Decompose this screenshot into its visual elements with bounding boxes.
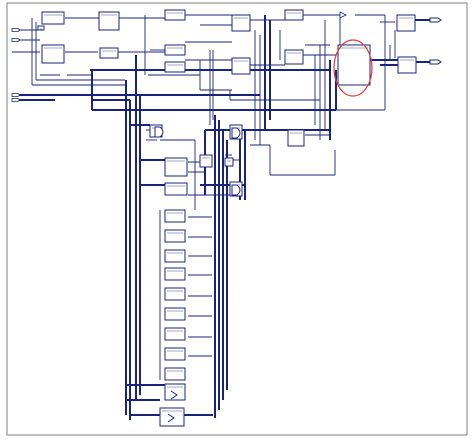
circuit-block bbox=[164, 229, 186, 243]
circuit-block bbox=[231, 14, 251, 32]
circuit-block bbox=[41, 44, 65, 64]
circuit-block-body bbox=[41, 44, 65, 64]
diagram-border bbox=[6, 2, 468, 436]
circuit-block-body bbox=[164, 229, 186, 243]
circuit-block bbox=[164, 267, 186, 281]
circuit-block bbox=[224, 157, 234, 167]
circuit-block bbox=[164, 383, 186, 401]
circuit-block-body bbox=[98, 11, 120, 31]
circuit-block-body bbox=[164, 327, 186, 341]
output-port bbox=[429, 59, 442, 65]
circuit-block-body bbox=[99, 47, 119, 59]
circuit-block bbox=[164, 61, 186, 73]
circuit-block-body bbox=[164, 267, 186, 281]
circuit-block-body bbox=[284, 9, 304, 21]
circuit-block bbox=[99, 47, 119, 59]
circuit-block-body bbox=[164, 157, 188, 177]
circuit-block-body bbox=[164, 287, 186, 301]
circuit-block bbox=[164, 367, 186, 381]
circuit-block bbox=[164, 287, 186, 301]
circuit-block-body bbox=[164, 383, 186, 401]
circuit-block-body bbox=[164, 367, 186, 381]
circuit-block bbox=[37, 25, 45, 31]
circuit-block bbox=[164, 9, 186, 21]
circuit-block-body bbox=[37, 25, 45, 31]
circuit-block-body bbox=[337, 44, 371, 86]
buffer-glyph bbox=[339, 11, 347, 19]
input-port bbox=[11, 93, 21, 97]
circuit-block bbox=[164, 307, 186, 321]
circuit-block-body bbox=[164, 249, 186, 263]
logic-gate bbox=[231, 184, 241, 196]
circuit-block-body bbox=[164, 61, 186, 73]
circuit-block-body bbox=[41, 11, 65, 25]
circuit-block bbox=[164, 44, 186, 56]
circuit-block bbox=[287, 129, 305, 147]
circuit-block-body bbox=[199, 154, 213, 168]
circuit-block bbox=[164, 157, 188, 177]
comparator-glyph bbox=[167, 413, 175, 423]
circuit-block bbox=[337, 44, 371, 86]
circuit-block bbox=[98, 11, 120, 31]
circuit-block-body bbox=[164, 182, 188, 196]
comparator-glyph bbox=[170, 390, 178, 400]
circuit-block-body bbox=[164, 9, 186, 21]
circuit-block bbox=[164, 209, 186, 223]
logic-gate bbox=[154, 126, 164, 138]
blocks bbox=[11, 9, 442, 427]
output-port bbox=[429, 17, 442, 23]
circuit-block-body bbox=[231, 57, 251, 75]
circuit-block bbox=[164, 182, 188, 196]
circuit-block-body bbox=[164, 209, 186, 223]
circuit-block bbox=[231, 57, 251, 75]
circuit-block bbox=[396, 14, 416, 32]
circuit-block-body bbox=[287, 129, 305, 147]
input-port bbox=[11, 28, 21, 32]
circuit-block bbox=[164, 347, 186, 361]
circuit-block bbox=[284, 49, 304, 65]
circuit-block bbox=[199, 154, 213, 168]
marks bbox=[333, 39, 373, 97]
circuit-block-body bbox=[284, 49, 304, 65]
highlight-ellipse bbox=[333, 39, 373, 97]
circuit-block bbox=[164, 249, 186, 263]
circuit-block-body bbox=[397, 56, 417, 74]
circuit-block bbox=[164, 327, 186, 341]
circuit-block-body bbox=[224, 157, 234, 167]
circuit-block-body bbox=[164, 44, 186, 56]
circuit-block-body bbox=[164, 307, 186, 321]
logic-gate bbox=[231, 127, 241, 139]
circuit-block-body bbox=[231, 14, 251, 32]
circuit-block bbox=[41, 11, 65, 25]
wires bbox=[12, 14, 440, 420]
circuit-block-body bbox=[164, 347, 186, 361]
input-port bbox=[11, 98, 21, 102]
circuit-block bbox=[397, 56, 417, 74]
input-port bbox=[11, 38, 21, 42]
circuit-block-body bbox=[396, 14, 416, 32]
circuit-block bbox=[284, 9, 304, 21]
